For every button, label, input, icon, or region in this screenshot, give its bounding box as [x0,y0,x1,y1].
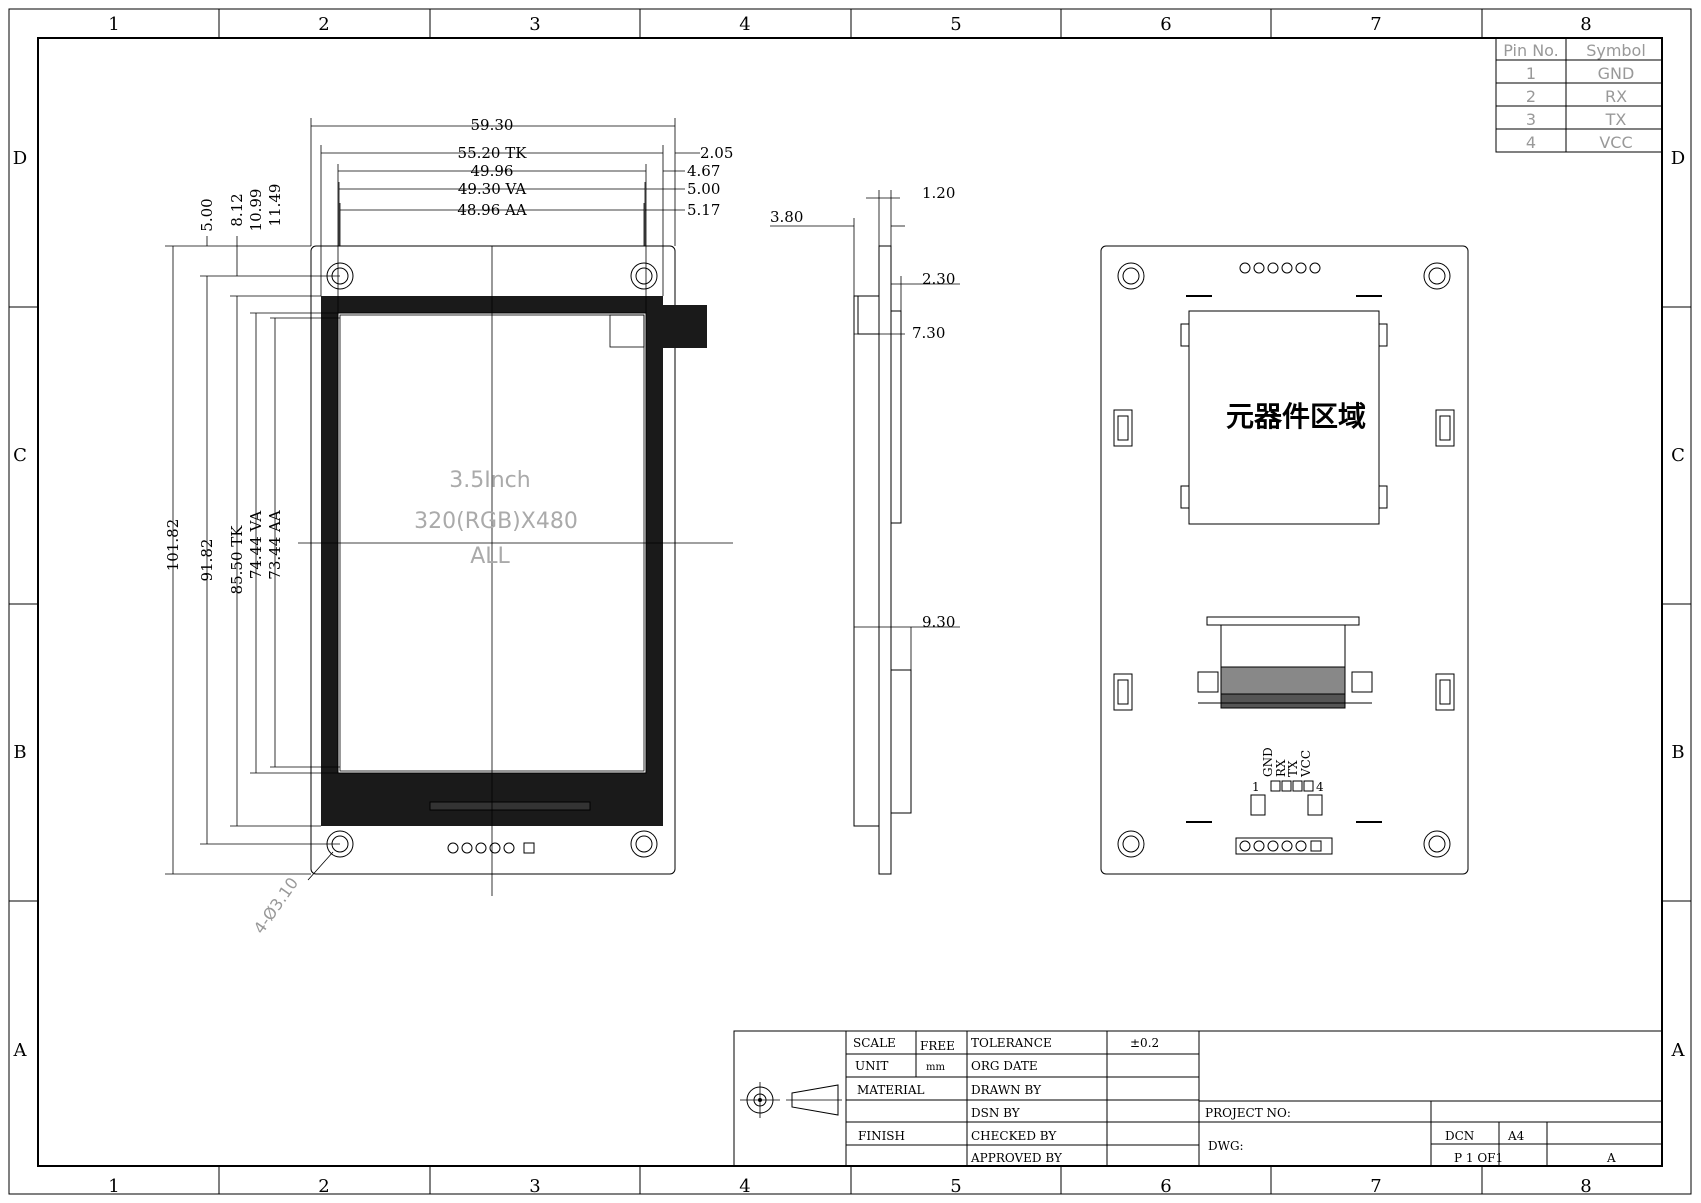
dim-label: 2.05 [700,144,733,162]
col-label: 3 [529,1176,540,1197]
row-label: B [1671,742,1684,763]
dim-label: 5.17 [687,201,720,219]
project-no-label: PROJECT NO: [1205,1106,1291,1120]
pin-symbol: TX [1605,110,1627,129]
sheet-size: A4 [1507,1129,1525,1143]
col-label: 6 [1160,14,1171,35]
dim-label: 85.50 TK [228,525,246,595]
scale-label: SCALE [853,1036,896,1050]
dim-label: 5.00 [687,180,720,198]
dwg-label: DWG: [1208,1139,1244,1153]
dim-label: 5.00 [198,198,216,231]
row-label: C [13,445,27,466]
back-view: 元器件区域 GND RX TX VCC 1 4 [1100,245,1469,875]
dim-label: 48.96 AA [457,201,527,219]
dim-label: 7.30 [912,324,945,342]
screen-mode-label: ALL [470,544,510,569]
drawn-by-label: DRAWN BY [971,1083,1042,1097]
dim-label: 49.30 VA [458,180,527,198]
pin-symbol: RX [1605,87,1627,106]
dim-label: 91.82 [198,539,216,582]
col-label: 3 [529,14,540,35]
dim-label: 74.44 VA [247,511,265,580]
dim-label: 73.44 AA [266,510,284,580]
pin-number: 1 [1526,64,1536,83]
pin-table-header: Symbol [1586,41,1646,60]
col-label: 8 [1580,14,1591,35]
checked-by-label: CHECKED BY [971,1129,1057,1143]
screen-size-label: 3.5Inch [449,468,530,493]
tolerance-label: TOLERANCE [971,1036,1052,1050]
material-label: MATERIAL [857,1083,925,1097]
pin-number-last: 4 [1316,780,1324,794]
finish-label: FINISH [858,1129,905,1143]
dim-label: 59.30 [471,116,514,134]
pin-number: 2 [1526,87,1536,106]
pin-label: VCC [1299,750,1313,778]
page-number: P 1 OF1 [1454,1151,1503,1165]
col-label: 2 [318,14,329,35]
pin-number: 3 [1526,110,1536,129]
component-area-label: 元器件区域 [1226,400,1366,433]
dim-label: 3.80 [770,208,803,226]
col-label: 1 [108,1176,119,1197]
row-label: A [1671,1040,1686,1061]
col-label: 5 [950,1176,961,1197]
pin-symbol: VCC [1599,133,1632,152]
pin-number-first: 1 [1252,780,1260,794]
front-view: 3.5Inch 320(RGB)X480 ALL 59.30 55.20 TK … [164,116,733,937]
col-label: 5 [950,14,961,35]
dcn-label: DCN [1445,1129,1474,1143]
col-label: 1 [108,14,119,35]
approved-by-label: APPROVED BY [970,1151,1063,1165]
dim-label: 1.20 [922,184,955,202]
dim-label: 49.96 [471,162,514,180]
pin-label: GND [1261,747,1275,777]
outer-border [8,8,1692,1195]
dim-label: 4.67 [687,162,720,180]
dim-label: 11.49 [266,184,284,227]
row-label: D [13,148,27,169]
hole-label: 4-Ø3.10 [250,874,302,937]
row-label: A [13,1040,28,1061]
screen-resolution-label: 320(RGB)X480 [414,509,578,534]
org-date-label: ORG DATE [971,1059,1038,1073]
pin-symbol: GND [1598,64,1635,83]
dim-label: 2.30 [922,270,955,288]
pin-table-header: Pin No. [1503,41,1559,60]
col-label: 4 [739,1176,750,1197]
revision: A [1606,1151,1616,1165]
col-label: 6 [1160,1176,1171,1197]
dim-label: 10.99 [247,189,265,232]
pin-number: 4 [1526,133,1536,152]
unit-value: mm [926,1062,945,1073]
side-view: 1.20 3.80 2.30 7.30 9.30 [770,184,960,875]
col-label: 7 [1370,1176,1381,1197]
col-label: 8 [1580,1176,1591,1197]
col-label: 7 [1370,14,1381,35]
col-label: 4 [739,14,750,35]
unit-label: UNIT [855,1059,888,1073]
pin-table: Pin No. Symbol 1 GND 2 RX 3 TX 4 VCC [1495,37,1663,153]
row-label: D [1671,148,1685,169]
col-label: 2 [318,1176,329,1197]
title-block: SCALE FREE UNIT mm MATERIAL FINISH TOLER… [733,1030,1663,1167]
pin-label: RX [1274,759,1288,777]
dim-label: 9.30 [922,613,955,631]
dim-label: 55.20 TK [458,144,528,162]
row-label: B [13,742,26,763]
grid-dividers [9,9,1691,1194]
tolerance-value: ±0.2 [1130,1036,1159,1050]
dim-label: 8.12 [228,193,246,226]
dim-label: 101.82 [164,519,182,572]
scale-value: FREE [920,1039,955,1053]
dsn-by-label: DSN BY [971,1106,1021,1120]
row-label: C [1671,445,1685,466]
pin-label: TX [1286,760,1300,777]
